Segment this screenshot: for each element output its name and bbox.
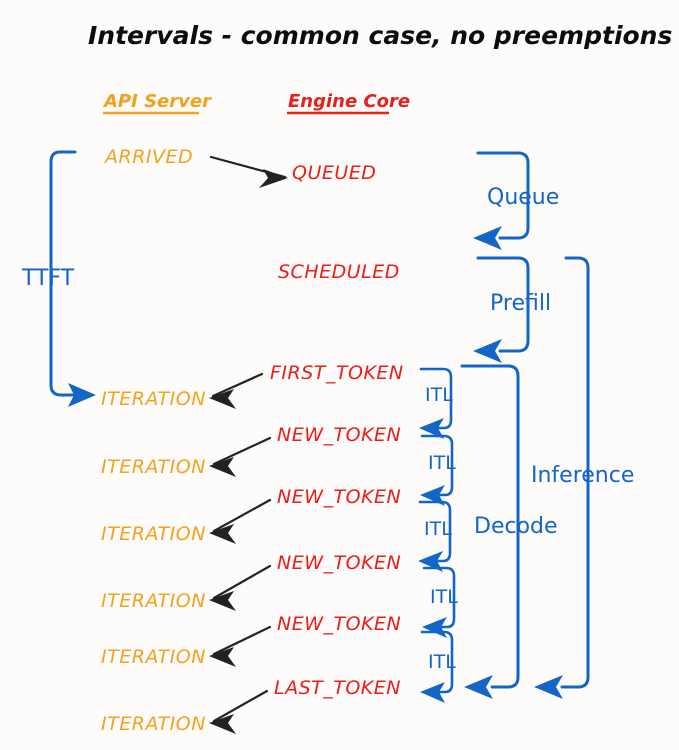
interval-bracket-ttft: TTFT — [21, 150, 96, 407]
interval-bracket-queue: Queue — [473, 151, 559, 250]
arrow-new-token-2-to-iteration — [209, 498, 272, 544]
state-iteration-4: ITERATION — [101, 590, 206, 612]
interval-bracket-prefill: Prefill — [473, 256, 551, 363]
state-first-token: FIRST_TOKEN — [270, 362, 404, 384]
state-iteration-6: ITERATION — [101, 713, 206, 735]
state-iteration-5: ITERATION — [101, 646, 206, 668]
interval-bracket-itl-1: ITL — [419, 367, 453, 439]
state-iteration-2: ITERATION — [101, 456, 206, 478]
column-header-engine-core: Engine Core — [287, 91, 410, 115]
column-header-api-server: API Server — [102, 91, 212, 115]
interval-label-inference: Inference — [531, 463, 634, 488]
interval-bracket-inference: Inference — [531, 256, 634, 699]
interval-bracket-itl-2: ITL — [420, 434, 456, 506]
interval-label-itl-1: ITL — [425, 384, 453, 406]
arrow-new-token-3-to-iteration — [209, 564, 272, 611]
arrow-new-token-4-to-iteration — [209, 625, 272, 667]
interval-label-itl-2: ITL — [428, 452, 456, 474]
state-new-token-3: NEW_TOKEN — [277, 552, 401, 574]
interval-label-prefill: Prefill — [490, 291, 551, 316]
column-header-api-server-label: API Server — [102, 91, 212, 112]
state-last-token: LAST_TOKEN — [274, 677, 401, 699]
page-title: Intervals - common case, no preemptions — [88, 21, 672, 50]
interval-label-itl-3: ITL — [424, 518, 452, 540]
arrow-last-token-to-iteration — [209, 689, 269, 734]
interval-label-itl-5: ITL — [428, 651, 456, 673]
column-header-engine-core-label: Engine Core — [288, 91, 410, 112]
state-iteration-1: ITERATION — [101, 388, 206, 410]
interval-label-queue: Queue — [487, 185, 559, 210]
state-queued: QUEUED — [292, 162, 376, 184]
interval-bracket-itl-4: ITL — [422, 566, 458, 638]
state-scheduled: SCHEDULED — [278, 261, 400, 283]
state-new-token-1: NEW_TOKEN — [277, 424, 401, 446]
interval-label-itl-4: ITL — [430, 586, 458, 608]
interval-bracket-itl-3: ITL — [418, 500, 452, 572]
interval-bracket-decode: Decode — [460, 364, 558, 699]
interval-bracket-itl-5: ITL — [420, 630, 456, 703]
state-iteration-3: ITERATION — [101, 523, 206, 545]
interval-label-ttft: TTFT — [21, 266, 75, 291]
arrow-arrived-to-queued — [209, 155, 288, 188]
arrow-first-token-to-iteration — [209, 372, 264, 409]
state-arrived: ARRIVED — [103, 146, 193, 168]
interval-label-decode: Decode — [474, 514, 558, 539]
state-new-token-2: NEW_TOKEN — [277, 486, 401, 508]
arrow-new-token-1-to-iteration — [209, 436, 272, 477]
state-new-token-4: NEW_TOKEN — [277, 613, 401, 635]
